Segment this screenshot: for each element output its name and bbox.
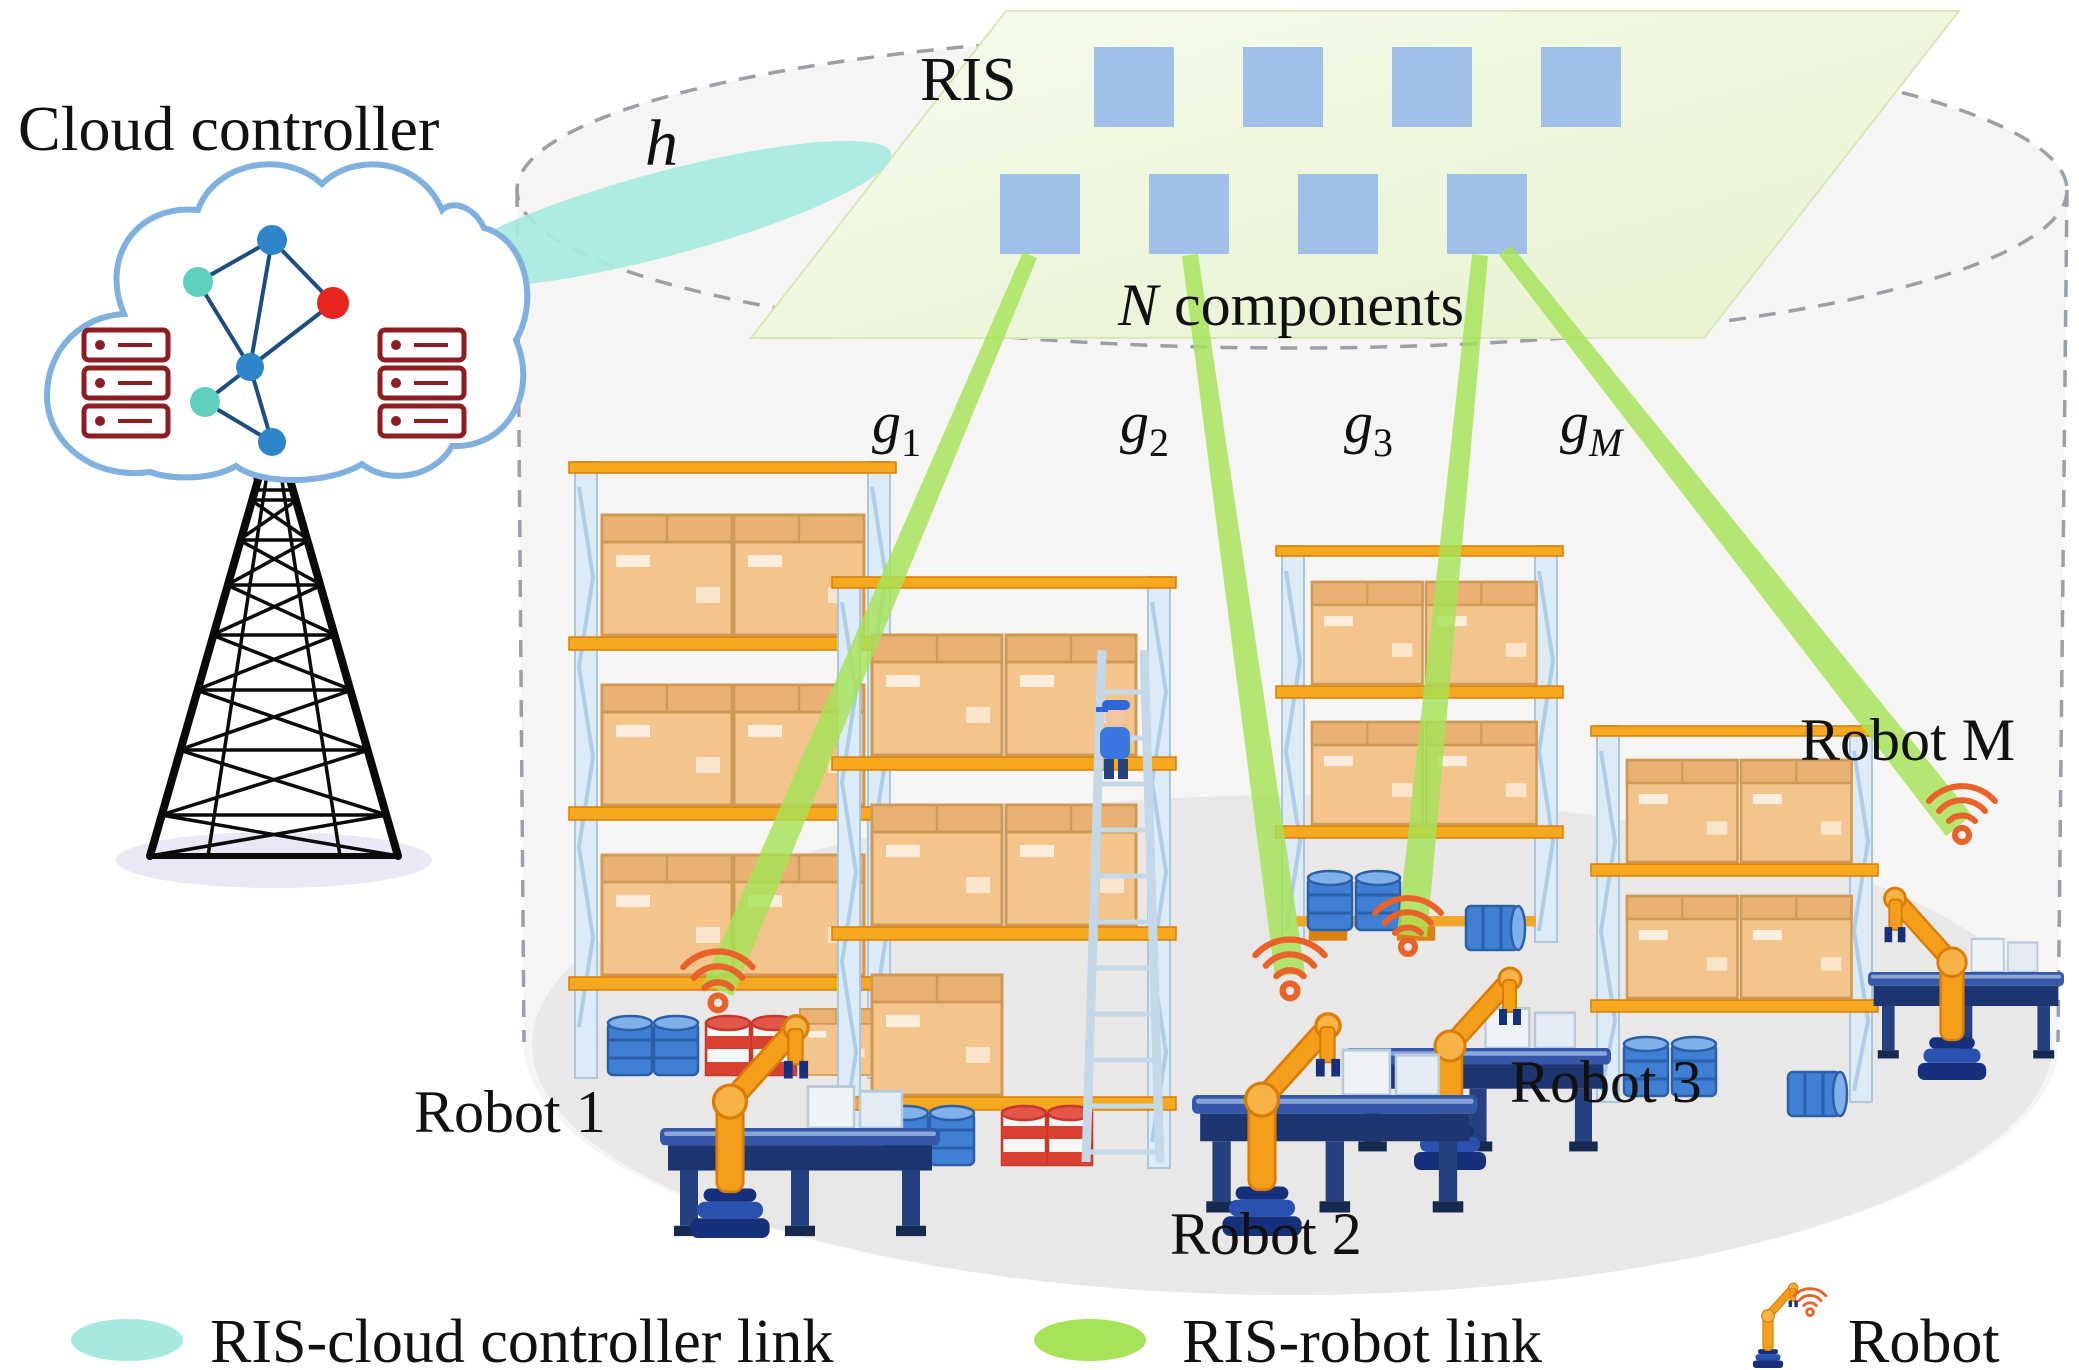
robot-arm-icon xyxy=(1752,1282,1799,1369)
network-node-blue xyxy=(236,353,264,381)
ris-element xyxy=(1298,174,1378,254)
ladder xyxy=(1081,649,1165,1163)
ris-robot-beams xyxy=(703,245,1972,996)
ris-elements xyxy=(1000,47,1621,254)
ris-robot-beam-2 xyxy=(1182,254,1305,977)
ris-element xyxy=(1392,47,1472,127)
cloud-icon xyxy=(43,161,531,483)
warehouse-rack-2 xyxy=(831,576,1177,1169)
server-icon xyxy=(380,330,464,436)
wifi-icon xyxy=(1792,1287,1828,1317)
cloud-controller-label: Cloud controller xyxy=(18,93,439,164)
cloud-controller xyxy=(43,161,531,483)
ris-cloud-beam xyxy=(436,140,892,288)
legend-robot-icon xyxy=(1752,1282,1828,1369)
gm-label: gM xyxy=(1560,390,1625,465)
ris-element xyxy=(1243,47,1323,127)
warehouse-rack-3 xyxy=(1275,545,1564,952)
server-icon xyxy=(84,330,168,436)
network-node-blue xyxy=(258,428,286,456)
warehouse-rack-4 xyxy=(1590,725,1879,1118)
robot-3-label: Robot 3 xyxy=(1510,1049,1702,1115)
transmission-tower-icon xyxy=(116,462,432,888)
ris-element xyxy=(1541,47,1621,127)
ris-robot-beam-3 xyxy=(1397,254,1488,937)
g1-label: g1 xyxy=(872,390,921,465)
robot-2-label: Robot 2 xyxy=(1170,1201,1362,1267)
g2-label: g2 xyxy=(1120,390,1169,465)
network-node-teal xyxy=(183,267,213,297)
legend-ris-cloud-label: RIS-cloud controller link xyxy=(210,1308,833,1370)
legend: RIS-cloud controller link RIS-robot link… xyxy=(71,1282,2000,1370)
ris-element xyxy=(1000,174,1080,254)
ris-label: RIS xyxy=(920,46,1016,114)
network-node-red xyxy=(317,287,349,319)
ris-element xyxy=(1149,174,1229,254)
network-node-blue xyxy=(257,225,287,255)
ris-robot-beam-1 xyxy=(703,252,1037,996)
robot-m-label: Robot M xyxy=(1800,707,2015,773)
ris-robot-beam-m xyxy=(1499,245,1972,836)
h-link-label: h xyxy=(645,107,678,180)
legend-ris-robot-label: RIS-robot link xyxy=(1182,1308,1542,1370)
legend-ris-cloud-swatch xyxy=(71,1319,183,1361)
g3-label: g3 xyxy=(1344,390,1393,465)
robot-1-label: Robot 1 xyxy=(414,1079,606,1145)
warehouse-worker xyxy=(1096,700,1130,779)
legend-robot-label: Robot xyxy=(1848,1308,2000,1370)
legend-ris-robot-swatch xyxy=(1034,1319,1146,1361)
neural-network-icon xyxy=(183,225,349,456)
ris-element xyxy=(1447,174,1527,254)
tower-shadow xyxy=(116,832,432,888)
network-node-teal xyxy=(190,387,220,417)
ris-element xyxy=(1094,47,1174,127)
